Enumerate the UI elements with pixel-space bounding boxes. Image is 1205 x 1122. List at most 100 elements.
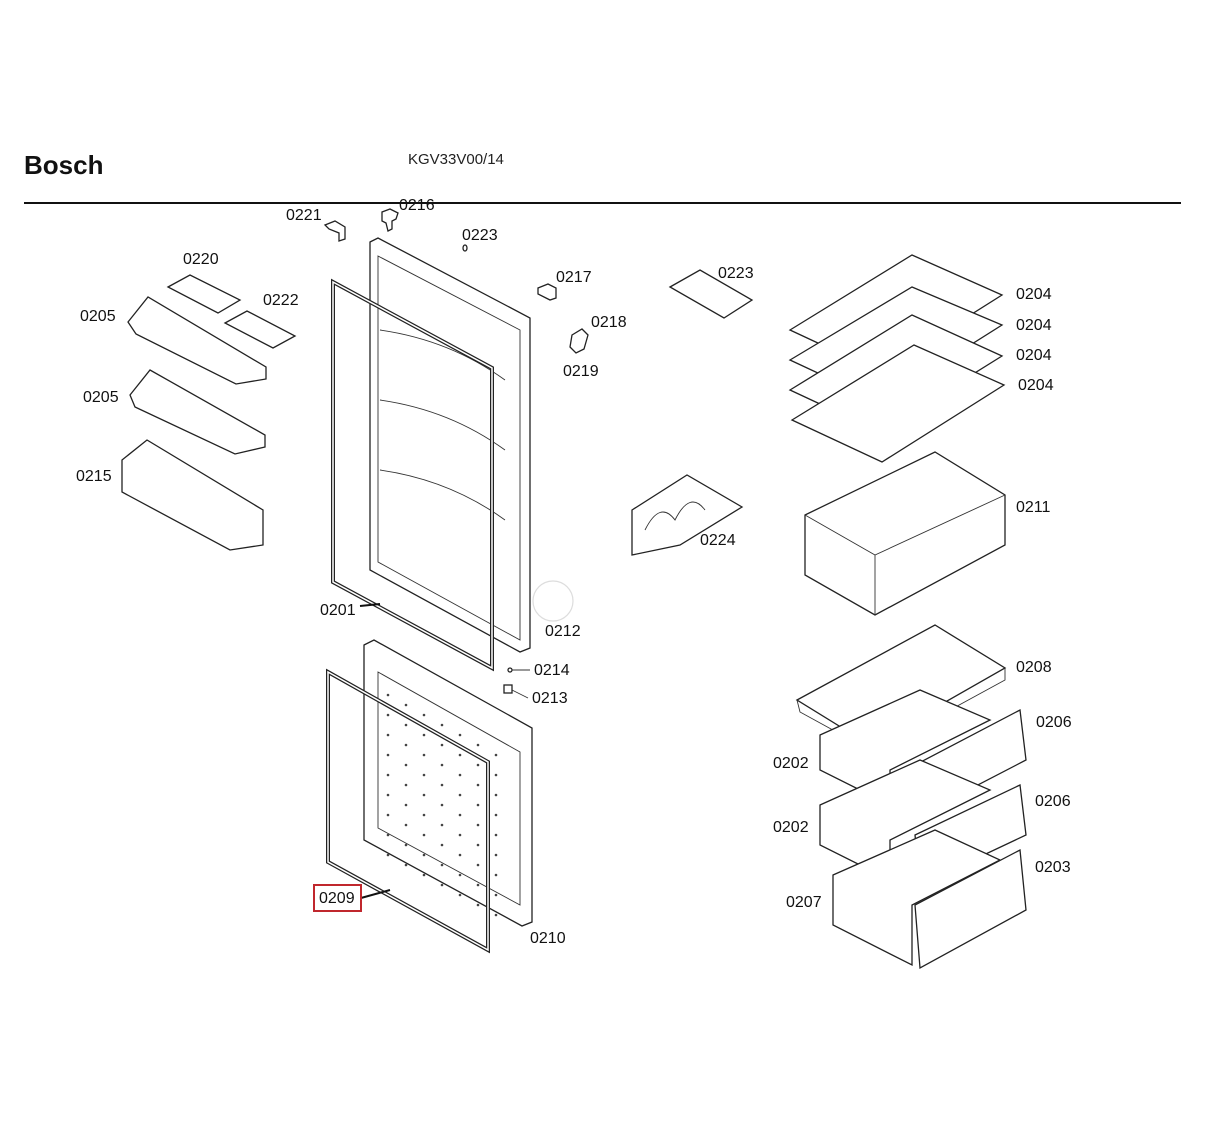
liner-dot	[458, 873, 462, 877]
liner-dot	[476, 763, 480, 767]
part-label[interactable]: 0205	[83, 389, 119, 406]
part-small-hinges[interactable]	[323, 208, 589, 699]
liner-dot	[440, 863, 444, 867]
liner-dot	[404, 863, 408, 867]
part-label[interactable]: 0203	[1035, 859, 1071, 876]
part-lower-door[interactable]	[363, 639, 533, 927]
liner-dot	[422, 713, 426, 717]
liner-dot	[386, 733, 390, 737]
part-door-bins[interactable]	[121, 296, 267, 551]
liner-dot	[404, 763, 408, 767]
part-bottle-rack[interactable]	[631, 474, 744, 556]
part-label[interactable]: 0202	[773, 755, 809, 772]
part-freezer-drawers[interactable]	[819, 689, 1027, 970]
highlight-box-0209	[313, 884, 362, 912]
part-glass-shelves[interactable]	[788, 254, 1006, 463]
part-label[interactable]: 0222	[263, 292, 299, 309]
liner-dot	[386, 773, 390, 777]
liner-dot	[422, 873, 426, 877]
part-label[interactable]: 0216	[399, 197, 435, 214]
part-label[interactable]: 0205	[80, 308, 116, 325]
part-label[interactable]: 0219	[563, 363, 599, 380]
part-label[interactable]: 0212	[545, 623, 581, 640]
part-lower-gasket[interactable]	[326, 668, 490, 954]
part-upper-gasket[interactable]	[331, 278, 494, 672]
liner-dot	[386, 713, 390, 717]
liner-dot	[386, 693, 390, 697]
part-label[interactable]: 0218	[591, 314, 627, 331]
liner-dot	[386, 753, 390, 757]
liner-dot	[386, 853, 390, 857]
liner-dot	[494, 773, 498, 777]
part-label[interactable]: 0206	[1035, 793, 1071, 810]
part-label[interactable]: 0214	[534, 662, 570, 679]
liner-dot	[386, 833, 390, 837]
liner-dot	[494, 813, 498, 817]
liner-dot	[440, 723, 444, 727]
liner-dot	[476, 883, 480, 887]
liner-dot	[440, 823, 444, 827]
part-label[interactable]: 0211	[1016, 499, 1051, 516]
liner-dot	[494, 913, 498, 917]
liner-dot	[404, 823, 408, 827]
part-label[interactable]: 0220	[183, 251, 219, 268]
part-label[interactable]: 0201	[320, 602, 356, 619]
liner-dot	[476, 803, 480, 807]
part-egg-trays[interactable]	[166, 269, 754, 349]
part-label[interactable]: 0206	[1036, 714, 1072, 731]
watermark-logo	[532, 580, 574, 622]
liner-dot	[386, 793, 390, 797]
part-label[interactable]: 0202	[773, 819, 809, 836]
liner-dot	[476, 863, 480, 867]
model-number: KGV33V00/14	[408, 151, 504, 168]
part-label-highlighted[interactable]: 0209	[319, 890, 355, 907]
liner-dot	[458, 733, 462, 737]
liner-dot	[476, 903, 480, 907]
liner-dot	[494, 873, 498, 877]
liner-dot	[422, 793, 426, 797]
part-label[interactable]: 0208	[1016, 659, 1052, 676]
liner-dot	[422, 753, 426, 757]
part-upper-door[interactable]	[369, 237, 531, 653]
liner-dot	[476, 843, 480, 847]
liner-dot	[440, 803, 444, 807]
liner-dot	[458, 773, 462, 777]
part-crisper-box[interactable]	[804, 451, 1006, 616]
part-label[interactable]: 0224	[700, 532, 736, 549]
liner-dot	[458, 833, 462, 837]
part-label[interactable]: 0215	[76, 468, 112, 485]
part-label[interactable]: 0207	[786, 894, 822, 911]
part-label[interactable]: 0204	[1018, 377, 1054, 394]
liner-dot	[440, 883, 444, 887]
liner-dot	[404, 743, 408, 747]
part-label[interactable]: 0204	[1016, 317, 1052, 334]
liner-dot	[440, 743, 444, 747]
part-label[interactable]: 0223	[462, 227, 498, 244]
leader-line	[359, 603, 381, 607]
liner-dot	[494, 793, 498, 797]
part-label[interactable]: 0204	[1016, 286, 1052, 303]
liner-dot	[458, 853, 462, 857]
liner-dot	[422, 813, 426, 817]
liner-dot	[494, 753, 498, 757]
part-label[interactable]: 0213	[532, 690, 568, 707]
liner-dot	[440, 783, 444, 787]
part-label[interactable]: 0221	[286, 207, 322, 224]
leader-line	[360, 889, 391, 899]
liner-dot	[440, 843, 444, 847]
liner-dot	[440, 763, 444, 767]
liner-dot	[422, 733, 426, 737]
part-label[interactable]: 0223	[718, 265, 754, 282]
part-label[interactable]: 0204	[1016, 347, 1052, 364]
liner-dot	[422, 833, 426, 837]
liner-dot	[386, 813, 390, 817]
liner-dot	[458, 753, 462, 757]
liner-dot	[458, 893, 462, 897]
part-label[interactable]: 0217	[556, 269, 592, 286]
liner-dot	[476, 743, 480, 747]
header-divider	[24, 202, 1181, 204]
part-label[interactable]: 0210	[530, 930, 566, 947]
liner-dot	[404, 783, 408, 787]
liner-dot	[494, 893, 498, 897]
